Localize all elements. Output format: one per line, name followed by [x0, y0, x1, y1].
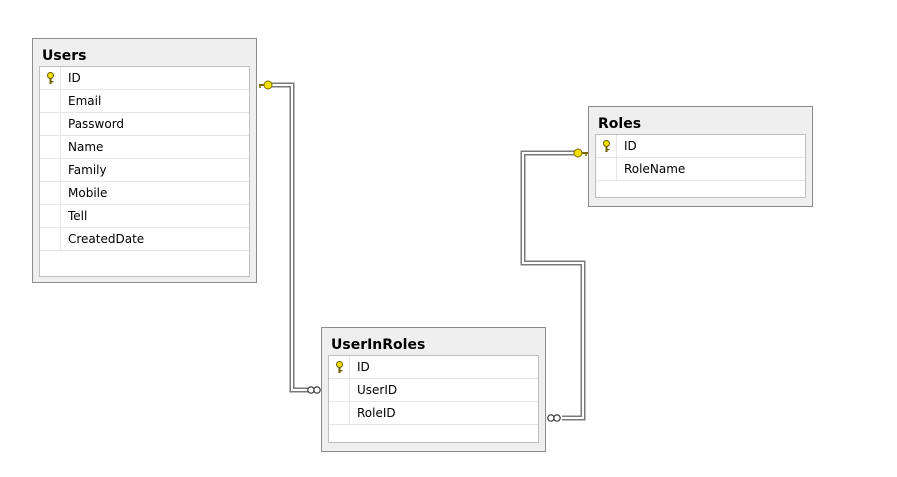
- column-name: Email: [68, 94, 102, 108]
- row-selector[interactable]: [596, 135, 617, 157]
- column-row-tell[interactable]: Tell: [40, 205, 249, 228]
- column-name: UserID: [357, 383, 398, 397]
- column-row-email[interactable]: Email: [40, 90, 249, 113]
- column-row-createddate[interactable]: CreatedDate: [40, 228, 249, 251]
- row-selector[interactable]: [596, 158, 617, 180]
- column-row-rolename[interactable]: RoleName: [596, 158, 805, 181]
- column-row-roleid[interactable]: RoleID: [329, 402, 538, 425]
- table-roles[interactable]: Roles ID RoleName: [588, 106, 813, 207]
- row-selector[interactable]: [329, 402, 350, 424]
- row-selector[interactable]: [329, 379, 350, 401]
- column-name: Mobile: [68, 186, 108, 200]
- column-row-id[interactable]: ID: [40, 67, 249, 90]
- column-name: CreatedDate: [68, 232, 145, 246]
- row-selector[interactable]: [40, 182, 61, 204]
- column-row-password[interactable]: Password: [40, 113, 249, 136]
- new-column-row[interactable]: [596, 181, 805, 204]
- column-name: Password: [68, 117, 125, 131]
- column-grid: ID UserID RoleID: [328, 355, 539, 443]
- column-name: Name: [68, 140, 104, 154]
- infinity-icon: [547, 414, 561, 422]
- new-column-row[interactable]: [40, 251, 249, 274]
- column-row-id[interactable]: ID: [596, 135, 805, 158]
- column-name: RoleName: [624, 162, 686, 176]
- column-name: ID: [68, 71, 81, 85]
- table-title: Roles: [598, 116, 642, 132]
- table-userinroles[interactable]: UserInRoles ID UserID RoleID: [321, 327, 546, 452]
- relationship-roles-userinroles[interactable]: [520, 148, 588, 422]
- row-selector[interactable]: [40, 159, 61, 181]
- row-selector[interactable]: [40, 90, 61, 112]
- column-name: Tell: [68, 209, 88, 223]
- column-row-family[interactable]: Family: [40, 159, 249, 182]
- key-icon: [259, 80, 273, 90]
- column-name: Family: [68, 163, 107, 177]
- column-row-id[interactable]: ID: [329, 356, 538, 379]
- column-grid: ID RoleName: [595, 134, 806, 198]
- table-title: Users: [42, 48, 87, 64]
- row-selector[interactable]: [329, 356, 350, 378]
- table-title: UserInRoles: [331, 337, 426, 353]
- column-row-mobile[interactable]: Mobile: [40, 182, 249, 205]
- table-users[interactable]: Users ID Email Password Nam: [32, 38, 257, 283]
- column-name: RoleID: [357, 406, 396, 420]
- column-row-name[interactable]: Name: [40, 136, 249, 159]
- column-row-userid[interactable]: UserID: [329, 379, 538, 402]
- primary-key-icon: [47, 72, 54, 84]
- key-icon: [573, 148, 588, 158]
- primary-key-icon: [603, 140, 610, 152]
- row-selector[interactable]: [40, 228, 61, 250]
- relationship-users-userinroles[interactable]: [259, 80, 321, 394]
- row-selector[interactable]: [40, 205, 61, 227]
- new-column-row[interactable]: [329, 425, 538, 448]
- column-name: ID: [357, 360, 370, 374]
- row-selector[interactable]: [40, 67, 61, 89]
- column-grid: ID Email Password Name Family Mobile: [39, 66, 250, 277]
- infinity-icon: [307, 386, 321, 394]
- primary-key-icon: [336, 361, 343, 373]
- column-name: ID: [624, 139, 637, 153]
- row-selector[interactable]: [40, 136, 61, 158]
- row-selector[interactable]: [40, 113, 61, 135]
